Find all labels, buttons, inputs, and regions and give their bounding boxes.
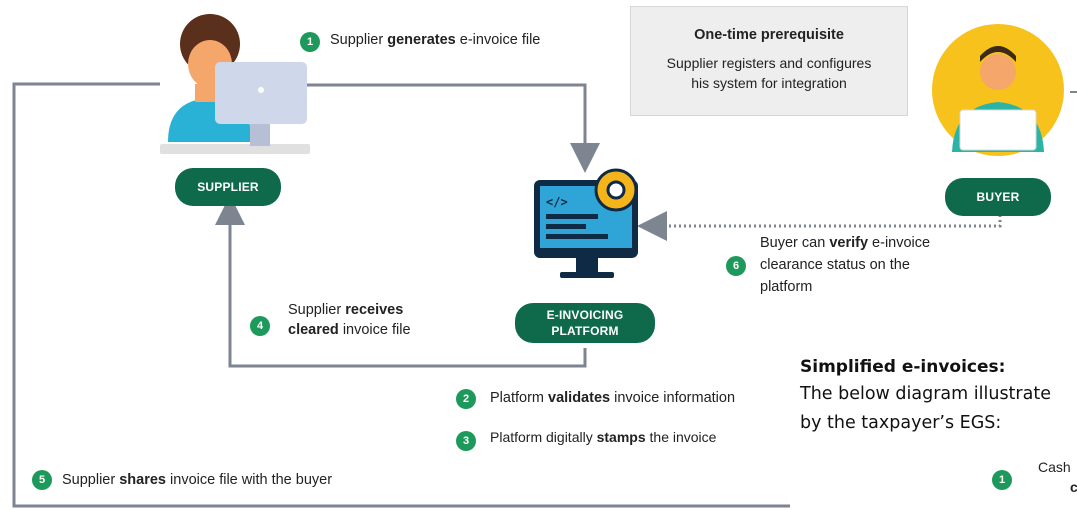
simplified-step-1-text: Cash c [1038,459,1077,495]
simplified-heading: Simplified e-invoices: [800,357,1006,377]
buyer-label: BUYER [945,178,1051,216]
step-4-number: 4 [250,316,270,336]
prerequisite-description: Supplier registers and configures his sy… [666,55,872,92]
prerequisite-box: One-time prerequisite Supplier registers… [630,6,908,116]
platform-illustration: </> [530,162,650,290]
arrow-supplier-to-buyer [12,82,790,508]
step-6-number: 6 [726,256,746,276]
arrow-platform-to-supplier [215,195,587,368]
step-3-text: Platform digitally stamps the invoice [490,429,717,445]
simplified-step-1-number: 1 [992,470,1012,490]
step-6-text: Buyer can verify e-invoice clearance sta… [760,235,931,295]
buyer-illustration [930,22,1070,162]
step-4-text: Supplier receives cleared invoice file [288,302,411,339]
gear-icon [594,168,638,212]
step-1-number: 1 [300,32,320,52]
supplier-illustration [150,12,315,157]
simplified-line-1: The below diagram illustrate [800,384,1051,404]
arrow-buyer-verify [637,211,1002,241]
supplier-label: SUPPLIER [175,168,281,206]
step-5-text: Supplier shares invoice file with the bu… [62,472,333,488]
simplified-line-2: by the taxpayer’s EGS: [800,413,1002,433]
step-5-number: 5 [32,470,52,490]
buyer-person-icon [932,24,1064,156]
platform-monitor-icon: </> [534,168,638,278]
step-2-text: Platform validates invoice information [490,390,736,406]
step-3-number: 3 [456,431,476,451]
svg-text:</>: </> [546,195,568,209]
platform-label: E-INVOICING PLATFORM [515,303,655,343]
prerequisite-title: One-time prerequisite [694,27,844,43]
step-2-number: 2 [456,389,476,409]
arrow-supplier-to-platform [290,83,600,173]
supplier-person-icon [160,14,310,154]
step-1-text: Supplier generates e-invoice file [330,32,541,48]
